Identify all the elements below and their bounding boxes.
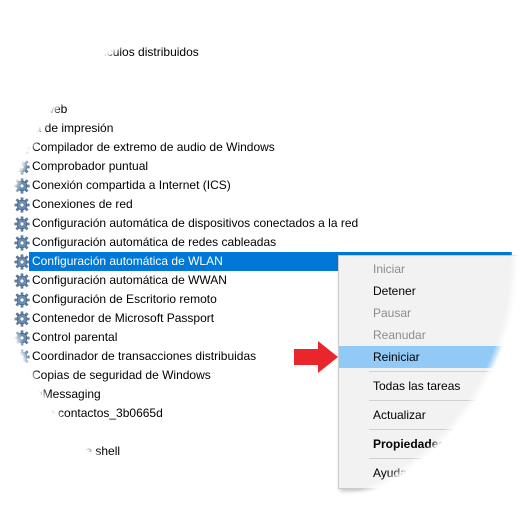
gear-icon (14, 64, 30, 80)
gear-icon (14, 444, 30, 460)
menu-item-ayuda[interactable]: Ayuda (339, 462, 520, 484)
service-name: Control parental (32, 330, 118, 344)
menu-separator (369, 371, 520, 372)
menu-item-label: Ayuda (373, 466, 407, 480)
menu-item-todas-las-tareas[interactable]: Todas las tareas (339, 375, 520, 397)
service-name: Compilador de extremo de audio de Window… (32, 140, 275, 154)
gear-icon (14, 330, 30, 346)
gear-icon (14, 368, 30, 384)
service-name: DNS (32, 83, 58, 97)
service-row[interactable]: e grupo (0, 24, 520, 43)
service-row[interactable]: Comprobador puntual (0, 157, 520, 176)
gear-icon (14, 102, 30, 118)
service-name: Contenedor de Microsoft Passport (32, 311, 215, 325)
menu-item-reiniciar[interactable]: Reiniciar (339, 346, 520, 368)
menu-item-iniciar: Iniciar (339, 258, 520, 280)
menu-item-label: Detener (373, 284, 416, 298)
menu-item-reanudar: Reanudar (339, 324, 520, 346)
service-name: imiento de vínculos distribuidos (32, 45, 199, 59)
gear-icon (14, 121, 30, 137)
service-name: e grupo (32, 26, 73, 40)
gear-icon (14, 26, 30, 42)
service-name: Configuración automática de dispositivos… (32, 216, 359, 230)
gear-icon (14, 159, 30, 175)
menu-item-propiedades[interactable]: Propiedades (339, 433, 520, 455)
service-row[interactable]: Compilador de extremo de audio de Window… (0, 138, 520, 157)
service-row[interactable]: Configuración automática de dispositivos… (0, 214, 520, 233)
service-row[interactable]: imiento de vínculos distribuidos (0, 43, 520, 62)
gear-icon (14, 273, 30, 289)
menu-item-pausar: Pausar (339, 302, 520, 324)
service-name: Conexiones de red (32, 197, 133, 211)
gear-icon (14, 45, 30, 61)
service-name: Configuración automática de redes cablea… (32, 235, 277, 249)
menu-separator (369, 400, 520, 401)
gear-icon (14, 235, 30, 251)
menu-item-label: Iniciar (373, 262, 406, 276)
gear-icon (14, 216, 30, 232)
service-name: te web (32, 102, 68, 116)
service-name: s de contactos_3b0665d (32, 406, 163, 420)
service-row[interactable]: DNS (0, 81, 520, 100)
service-name: e hardware shell (32, 444, 121, 458)
service-name: reMessaging (32, 387, 101, 401)
gear-icon (14, 140, 30, 156)
gear-icon (14, 349, 30, 365)
service-name: Configuración automática de WLAN (32, 254, 223, 268)
service-row[interactable]: Conexión compartida a Internet (ICS) (0, 176, 520, 195)
menu-item-label: Reanudar (373, 328, 426, 342)
service-row[interactable]: CP (0, 62, 520, 81)
gear-icon (14, 311, 30, 327)
service-row[interactable]: te web (0, 100, 520, 119)
service-name: Configuración automática de WWAN (32, 273, 227, 287)
service-name: Configuración de Escritorio remoto (32, 292, 217, 306)
gear-icon (14, 83, 30, 99)
menu-item-label: Propiedades (373, 437, 446, 451)
service-row[interactable]: Configuración automática de redes cablea… (0, 233, 520, 252)
service-row[interactable]: la de impresión (0, 119, 520, 138)
service-name: la de impresión (32, 121, 114, 135)
menu-item-label: Actualizar (373, 408, 426, 422)
gear-icon (14, 254, 30, 270)
service-name: Coordinador de transacciones distribuida… (32, 349, 257, 363)
service-name: Copias de seguridad de Windows (32, 368, 211, 382)
gear-icon (14, 406, 30, 422)
menu-item-label: Pausar (373, 306, 412, 320)
gear-icon (14, 197, 30, 213)
service-name: Comprobador puntual (32, 159, 149, 173)
gear-icon (14, 292, 30, 308)
service-name: CP (32, 64, 49, 78)
menu-item-label: Reiniciar (373, 350, 420, 364)
gear-icon (14, 178, 30, 194)
menu-item-detener[interactable]: Detener (339, 280, 520, 302)
menu-item-label: Todas las tareas (373, 379, 461, 393)
arrow-right-icon (294, 341, 338, 373)
service-name: Conexión compartida a Internet (ICS) (32, 178, 231, 192)
menu-item-actualizar[interactable]: Actualizar (339, 404, 520, 426)
menu-separator (369, 458, 520, 459)
gear-icon (14, 387, 30, 403)
menu-separator (369, 429, 520, 430)
service-row[interactable]: Conexiones de red (0, 195, 520, 214)
